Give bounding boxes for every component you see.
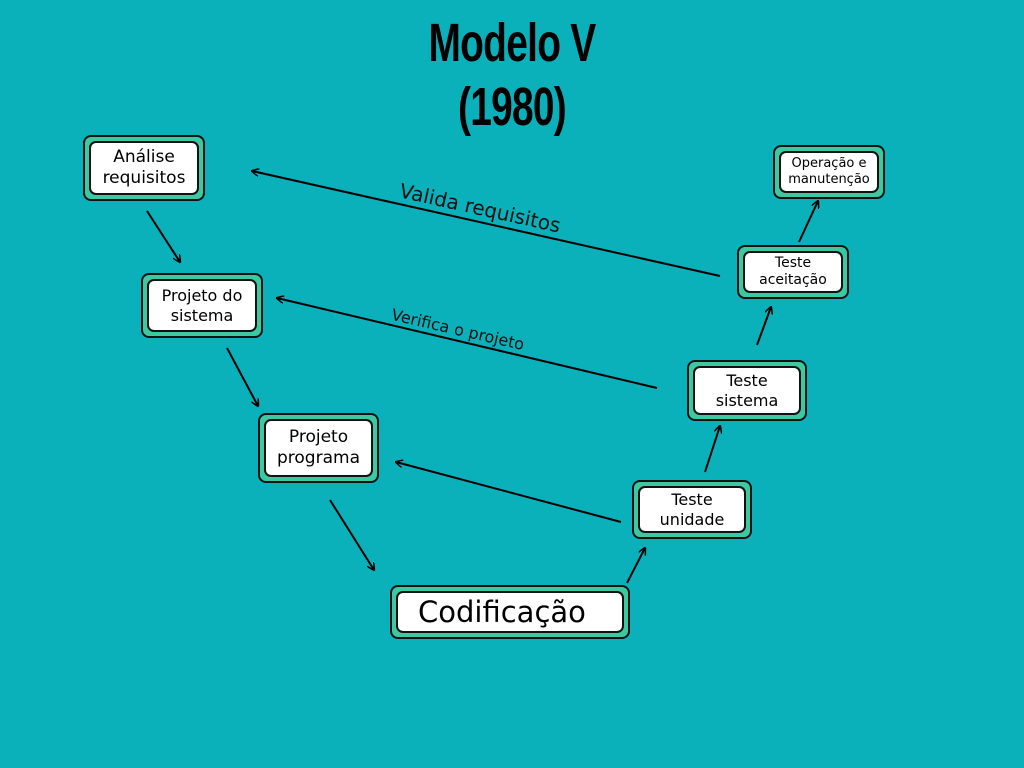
arrow-projeto-programa — [226, 347, 258, 406]
arrow-analise-projeto — [146, 210, 180, 262]
node-codificacao: Codificação — [390, 585, 630, 639]
node-teste-aceitacao: Teste aceitação — [737, 245, 849, 299]
node-projeto-programa: Projeto programa — [258, 413, 379, 483]
node-operacao-manutencao: Operação e manutenção — [773, 145, 885, 199]
arrow-unidade-programa — [396, 462, 622, 523]
arrow-verifica — [277, 298, 658, 389]
title-line1: Modelo V — [428, 13, 596, 73]
node-analise-requisitos: Análise requisitos — [83, 135, 205, 201]
node-projeto-sistema: Projeto do sistema — [141, 273, 263, 338]
arrow-sistema-aceitacao — [756, 307, 771, 346]
arrow-codificacao-unidade — [626, 548, 645, 584]
node-teste-unidade: Teste unidade — [632, 480, 752, 539]
arrow-valida — [252, 171, 721, 277]
arrow-aceitacao-operacao — [798, 201, 818, 243]
title-line2: (1980) — [457, 77, 567, 137]
arrow-unidade-sistema — [704, 426, 720, 473]
arrow-programa-codificacao — [329, 499, 374, 570]
node-teste-sistema: Teste sistema — [687, 360, 807, 421]
